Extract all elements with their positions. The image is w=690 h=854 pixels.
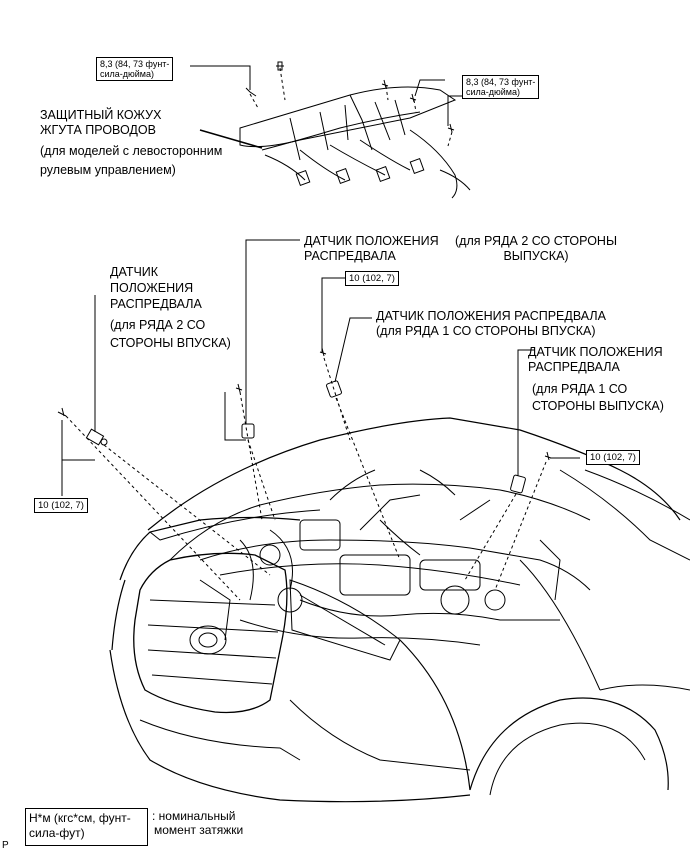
harness-cover-title-1: ЗАЩИТНЫЙ КОЖУХ	[40, 108, 162, 122]
torque-spec-bank2: 10 (102, 7)	[34, 498, 88, 513]
sensor-bank2-exhaust-label: ДАТЧИК ПОЛОЖЕНИЯ РАСПРЕДВАЛА	[304, 234, 439, 264]
sensor-bank2-intake-title-3: РАСПРЕДВАЛА	[110, 297, 202, 311]
torque-unit-legend: Н*м (кгс*см, фунт- сила-фут)	[25, 808, 148, 846]
harness-cover-note-1: (для моделей с левосторонним	[40, 144, 223, 158]
vehicle-illustration	[109, 417, 690, 803]
sensor-bank1-intake-label: ДАТЧИК ПОЛОЖЕНИЯ РАСПРЕДВАЛА (для РЯДА 1…	[376, 309, 606, 339]
sensor-bank2-exhaust-title-1: ДАТЧИК ПОЛОЖЕНИЯ	[304, 234, 439, 248]
sensor-bank2-exhaust-note-1: (для РЯДА 2 СО СТОРОНЫ	[455, 234, 618, 248]
torque-spec-line: 8,3 (84, 73 фунт-	[466, 77, 536, 87]
sensor-bank1-exhaust-note-1: (для РЯДА 1 СО	[532, 382, 628, 396]
corner-mark: P	[2, 840, 9, 851]
legend-desc-line-1: : номинальный	[152, 809, 236, 823]
sensor-bank2-intake-note-1: (для РЯДА 2 СО	[110, 318, 206, 332]
sensor-callouts	[57, 239, 580, 601]
legend-description: : номинальный момент затяжки	[152, 809, 243, 837]
harness-cover-illustration	[190, 61, 471, 199]
legend-desc-line-2: момент затяжки	[154, 823, 244, 837]
sensor-bank2-intake-label: ДАТЧИК ПОЛОЖЕНИЯ РАСПРЕДВАЛА (для РЯДА 2…	[110, 265, 231, 351]
sensor-bank2-exhaust-note: (для РЯДА 2 СО СТОРОНЫ ВЫПУСКА)	[455, 234, 617, 264]
sensor-bank1-exhaust-title-2: РАСПРЕДВАЛА	[528, 360, 620, 374]
sensor-bank2-exhaust-note-2: ВЫПУСКА)	[503, 249, 569, 263]
legend-unit-line-1: Н*м (кгс*см, фунт-	[29, 811, 131, 825]
harness-cover-title-2: ЖГУТА ПРОВОДОВ	[40, 123, 156, 137]
sensor-bank2-intake-title-1: ДАТЧИК	[110, 265, 159, 279]
harness-cover-label: ЗАЩИТНЫЙ КОЖУХ ЖГУТА ПРОВОДОВ (для модел…	[40, 108, 222, 178]
torque-spec-bank1-intake: 10 (102, 7)	[345, 271, 399, 286]
sensor-bank2-intake-title-2: ПОЛОЖЕНИЯ	[110, 281, 194, 295]
legend-unit-line-2: сила-фут)	[29, 826, 85, 840]
torque-spec-top-right: 8,3 (84, 73 фунт- сила-дюйма)	[462, 75, 540, 99]
torque-spec-bank1-exhaust: 10 (102, 7)	[586, 450, 640, 465]
sensor-bank2-exhaust-title-2: РАСПРЕДВАЛА	[304, 249, 396, 263]
sensor-bank2-intake-note-2: СТОРОНЫ ВПУСКА)	[110, 336, 231, 350]
torque-spec-line: сила-дюйма)	[100, 69, 154, 79]
harness-cover-note-2: рулевым управлением)	[40, 163, 176, 177]
sensor-bank1-exhaust-title-1: ДАТЧИК ПОЛОЖЕНИЯ	[528, 345, 663, 359]
torque-spec-line: сила-дюйма)	[466, 87, 520, 97]
torque-spec-top-left: 8,3 (84, 73 фунт- сила-дюйма)	[96, 57, 174, 81]
sensor-bank1-exhaust-note-2: СТОРОНЫ ВЫПУСКА)	[532, 399, 664, 413]
sensor-bank1-intake-title: ДАТЧИК ПОЛОЖЕНИЯ РАСПРЕДВАЛА	[376, 309, 606, 323]
sensor-bank1-intake-note: (для РЯДА 1 СО СТОРОНЫ ВПУСКА)	[376, 324, 596, 338]
torque-spec-line: 8,3 (84, 73 фунт-	[100, 59, 170, 69]
sensor-bank1-exhaust-label: ДАТЧИК ПОЛОЖЕНИЯ РАСПРЕДВАЛА (для РЯДА 1…	[528, 345, 664, 414]
